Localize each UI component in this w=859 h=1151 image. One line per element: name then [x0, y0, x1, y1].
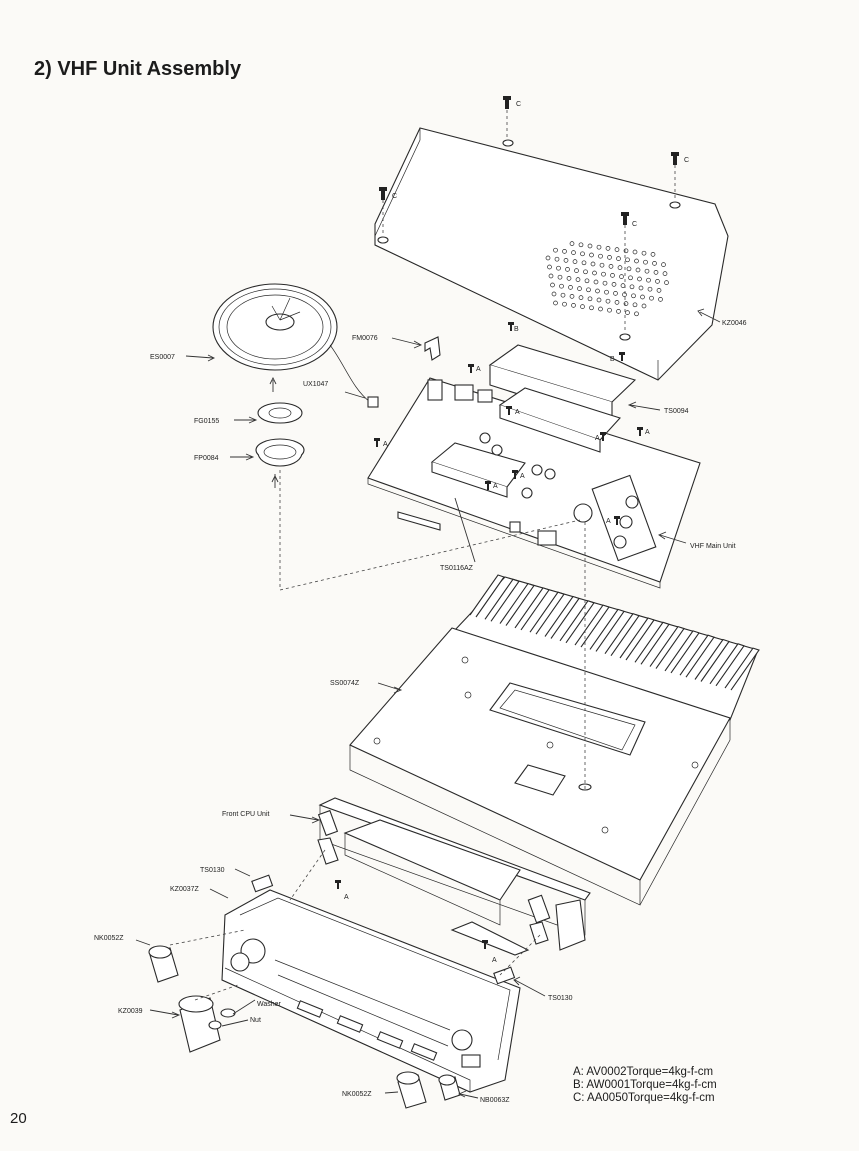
label-front-cpu-unit: Front CPU Unit — [222, 811, 270, 818]
label-vhf-main-unit: VHF Main Unit — [690, 543, 736, 550]
legend-line: B: AW0001Torque=4kg-f-cm — [573, 1079, 717, 1092]
speaker — [213, 284, 378, 407]
label-washer: Washer — [257, 1001, 282, 1008]
clip-fm0076 — [425, 337, 440, 360]
screw-label-b: B — [610, 356, 615, 363]
front-panel — [222, 890, 528, 1092]
screw-label-a: A — [645, 429, 650, 436]
screw-label-a: A — [493, 483, 498, 490]
label-fp0084: FP0084 — [194, 455, 219, 462]
screw-label-a: A — [515, 409, 520, 416]
screw-label-a: A — [606, 518, 611, 525]
legend-line: A: AV0002Torque=4kg-f-cm — [573, 1066, 717, 1079]
screw-label-c: C — [516, 101, 521, 108]
screw-label-c: C — [632, 221, 637, 228]
legend-line: C: AA0050Torque=4kg-f-cm — [573, 1092, 717, 1105]
speaker-gasket — [258, 403, 302, 423]
torque-legend: A: AV0002Torque=4kg-f-cm B: AW0001Torque… — [573, 1066, 717, 1105]
screw-label-c: C — [392, 193, 397, 200]
label-fg0155: FG0155 — [194, 418, 219, 425]
knob-nk0052z-left — [149, 946, 178, 982]
label-nk0052z-left: NK0052Z — [94, 935, 124, 942]
label-ts0116az: TS0116AZ — [440, 565, 474, 572]
screw-label-a: A — [344, 894, 349, 901]
screw-label-a: A — [492, 957, 497, 964]
cushion-ts0130-left — [252, 875, 273, 891]
label-ss0074z: SS0074Z — [330, 680, 360, 687]
label-nk0052z-right: NK0052Z — [342, 1091, 372, 1098]
screw-label-a: A — [595, 435, 600, 442]
label-kz0046: KZ0046 — [722, 320, 747, 327]
page-number: 20 — [10, 1110, 27, 1127]
knob-nk0052z-right — [397, 1072, 426, 1108]
screw-label-a: A — [476, 366, 481, 373]
label-kz0039: KZ0039 — [118, 1008, 143, 1015]
screw-label-c: C — [684, 157, 689, 164]
screw-label-a: A — [520, 473, 525, 480]
label-nut: Nut — [250, 1017, 261, 1024]
cushion-ts0130-right — [494, 967, 515, 983]
label-ux1047: UX1047 — [303, 381, 328, 388]
label-ts0130-left: TS0130 — [200, 867, 225, 874]
vhf-main-unit-board — [368, 345, 700, 588]
speaker-cup — [256, 439, 304, 466]
screw-label-a: A — [383, 441, 388, 448]
label-nb0063z: NB0063Z — [480, 1097, 510, 1104]
label-ts0094: TS0094 — [664, 408, 689, 415]
screw-label-b: B — [514, 326, 519, 333]
label-kz0037z: KZ0037Z — [170, 886, 200, 893]
label-ts0130-right: TS0130 — [548, 995, 573, 1002]
label-fm0076: FM0076 — [352, 335, 378, 342]
label-es0007: ES0007 — [150, 354, 175, 361]
